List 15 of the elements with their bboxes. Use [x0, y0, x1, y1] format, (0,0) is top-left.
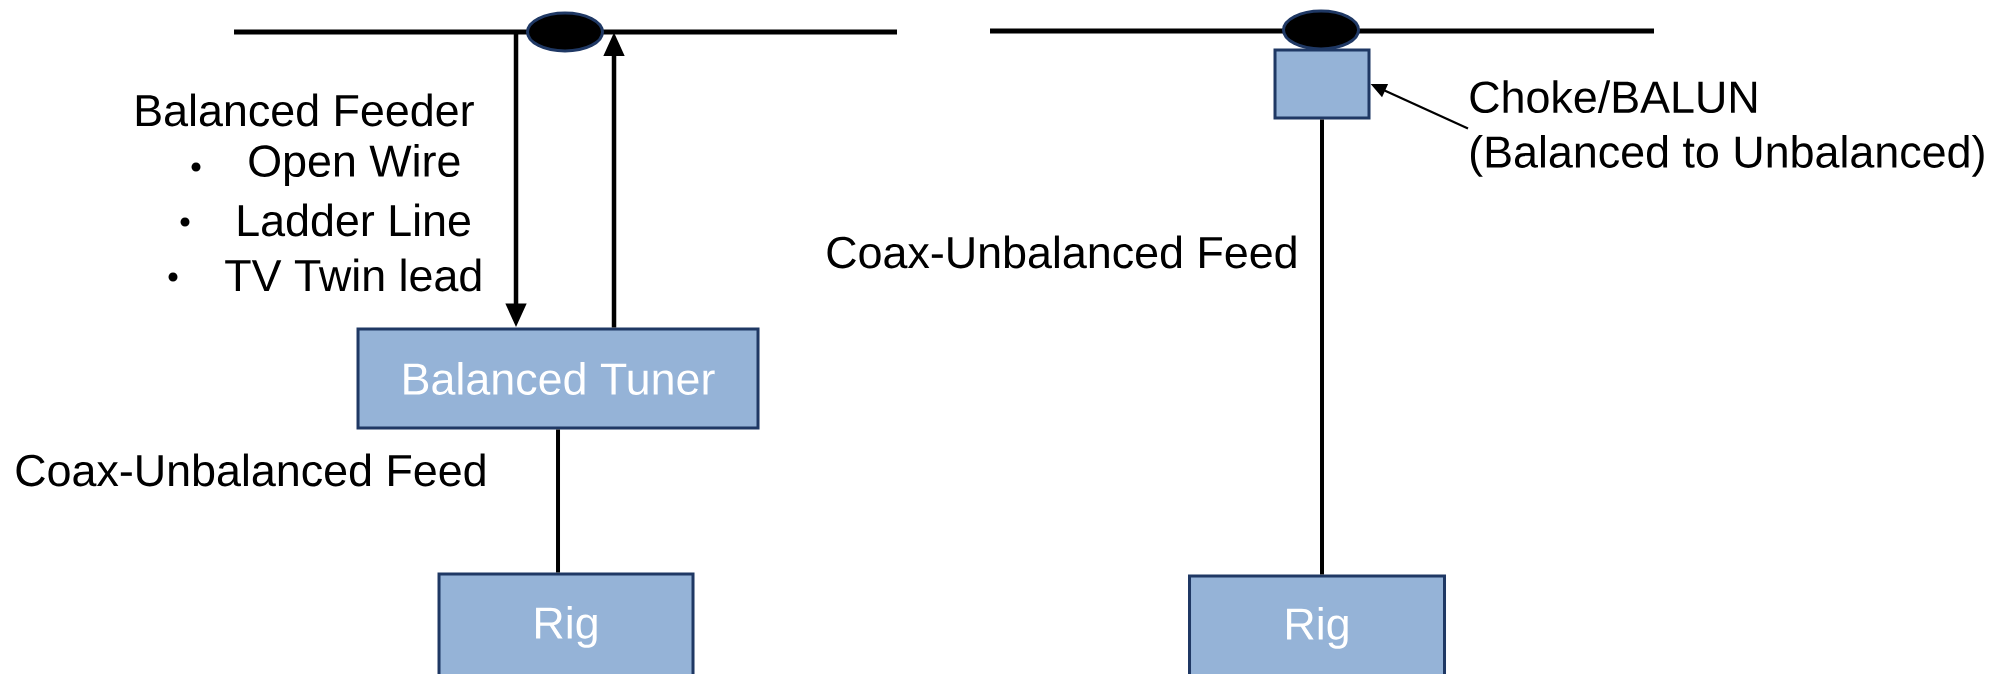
feed-line — [556, 429, 560, 573]
label: Coax-Unbalanced Feed — [827, 235, 1296, 269]
label: Open Wire — [249, 144, 460, 186]
balun-box — [1273, 48, 1371, 120]
label: Coax-Unbalanced Feed — [16, 453, 485, 487]
label: Ladder Line — [238, 203, 470, 237]
feed-line — [1320, 119, 1324, 575]
process-box: Rig — [1188, 574, 1446, 674]
process-box: Balanced Tuner — [356, 327, 760, 430]
insulator — [1282, 9, 1360, 51]
callout-text: Choke/BALUN (Balanced to Unbalanced) — [1470, 80, 1984, 177]
insulator — [526, 11, 604, 53]
label: TV Twin lead — [225, 258, 481, 292]
label: Balanced Feeder — [136, 93, 474, 127]
process-box: Rig — [437, 572, 695, 674]
